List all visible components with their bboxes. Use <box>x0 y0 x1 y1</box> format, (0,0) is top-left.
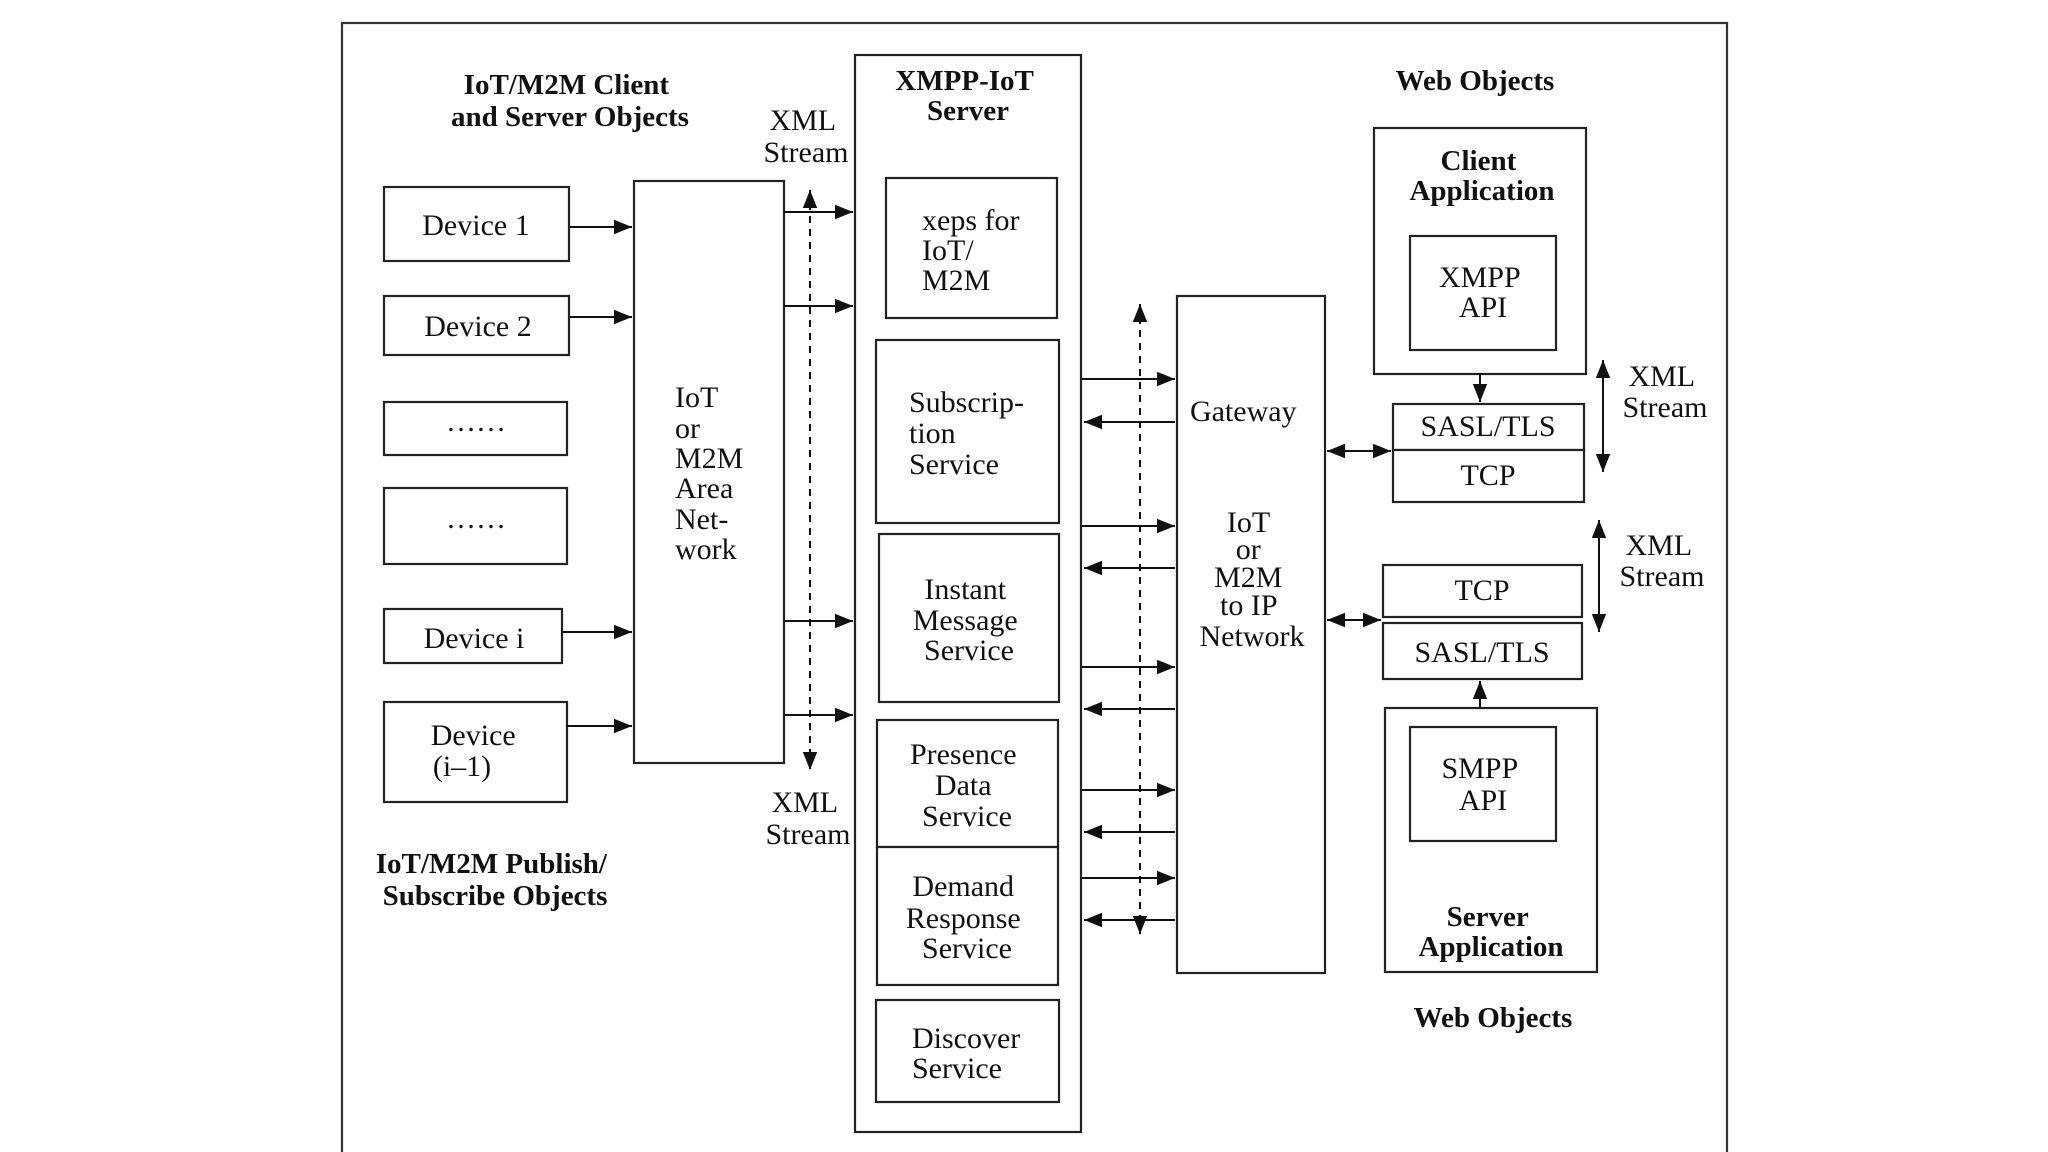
svg-text:SMPP API: SMPP API <box>1441 752 1524 817</box>
svg-text:TCP: TCP <box>1454 574 1509 607</box>
svg-text:Presence Data Serv: Presence Data Service <box>910 738 1024 833</box>
svg-text:SASL/TLS: SASL/TLS <box>1420 410 1555 443</box>
heading-client-server-objects: IoT/M2M Client and Server Objects <box>451 69 689 133</box>
diagram-frame <box>340 21 1729 1152</box>
server-tcp-box: TCP <box>1381 563 1584 619</box>
svg-text:SASL/TLS: SASL/TLS <box>1414 636 1549 669</box>
server-gateway-arrows <box>1081 371 1175 928</box>
svg-text:Device (i–1): Device (i–1) <box>431 719 523 783</box>
device-box-ellipsis-1: …… <box>382 400 569 457</box>
svg-text:Device i: Device i <box>424 622 525 655</box>
service-subscription: Subscrip- tion Service <box>874 338 1061 525</box>
svg-text:XMPP API: XMPP API <box>1439 261 1527 324</box>
svg-text:xeps for IoT/ M2M: xeps for IoT/ M2M <box>922 204 1027 297</box>
service-discover: Discover Service <box>874 998 1061 1104</box>
service-demand-response: Demand Response Service <box>875 845 1060 987</box>
svg-text:Server Application: Server Application <box>1418 901 1563 963</box>
svg-text:Gateway IoT or: Gateway IoT or M2M to IP Network <box>1190 395 1305 653</box>
heading-publish-subscribe-objects: IoT/M2M Publish/ Subscribe Objects <box>376 848 615 912</box>
device-box-2: Device 2 <box>382 294 571 357</box>
svg-text:Discover Service: Discover Service <box>912 1022 1028 1085</box>
client-tcp-box: TCP <box>1391 448 1586 504</box>
xmpp-api-box: XMPP API <box>1408 234 1558 352</box>
heading-web-objects-top: Web Objects <box>1396 65 1555 97</box>
server-title: XMPP-IoT Server <box>895 65 1040 127</box>
smpp-api-box: SMPP API <box>1408 725 1558 843</box>
area-network-arrows <box>784 204 853 723</box>
server-sasl-tls-box: SASL/TLS <box>1381 621 1584 681</box>
svg-text:Device 2: Device 2 <box>424 310 531 343</box>
service-instant-message: Instant Message Service <box>877 532 1061 704</box>
svg-text:……: …… <box>446 405 506 438</box>
device-box-i-minus-1: Device (i–1) <box>382 700 569 804</box>
right-xml-stream-label-bottom: XML Stream <box>1620 529 1705 593</box>
device-box-ellipsis-2: …… <box>382 486 569 566</box>
gateway-box: Gateway IoT or M2M to IP Network <box>1175 294 1327 975</box>
right-xml-stream-label-top: XML Stream <box>1623 360 1708 424</box>
svg-text:TCP: TCP <box>1460 459 1515 492</box>
device-box-1: Device 1 <box>382 185 571 263</box>
device-arrows <box>562 219 632 734</box>
svg-text:Device 1: Device 1 <box>422 209 529 242</box>
svg-text:……: …… <box>446 502 506 535</box>
service-presence-data: Presence Data Service <box>875 718 1060 849</box>
svg-text:IoT or M2M A: IoT or M2M Area Net- work <box>675 381 751 566</box>
left-xml-stream-label-bottom: XML Stream <box>766 786 851 851</box>
heading-web-objects-bottom: Web Objects <box>1414 1002 1573 1034</box>
client-sasl-tls-box: SASL/TLS <box>1391 402 1586 452</box>
device-box-i: Device i <box>382 607 564 665</box>
svg-text:Subscrip- tion Ser: Subscrip- tion Service <box>909 386 1032 481</box>
left-xml-stream-label-top: XML Stream <box>764 104 849 169</box>
svg-text:Demand Response Se: Demand Response Service <box>906 870 1029 965</box>
area-network-box: IoT or M2M Area Net- work <box>632 179 786 765</box>
svg-text:Client Application: Client Application <box>1409 145 1554 207</box>
svg-text:Instant Message Se: Instant Message Service <box>913 573 1025 667</box>
service-xeps-iot-m2m: xeps for IoT/ M2M <box>884 176 1059 320</box>
